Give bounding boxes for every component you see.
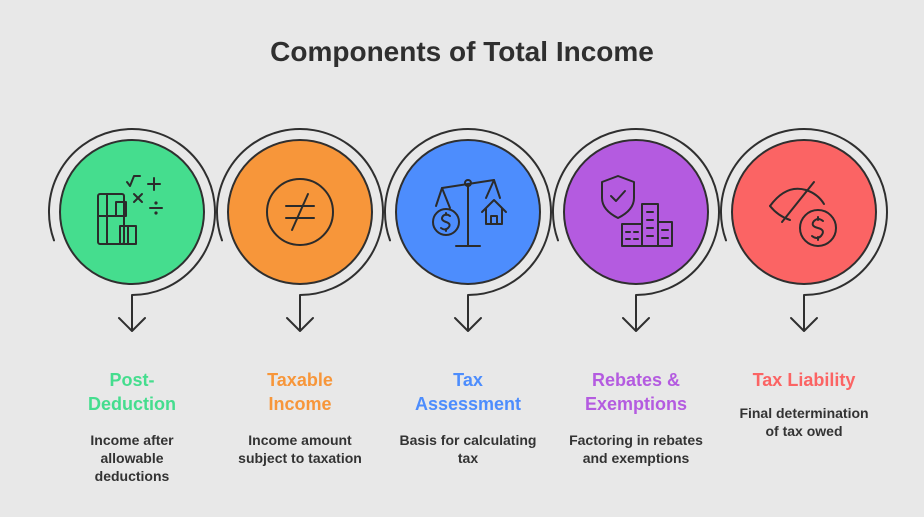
step-description-line: and exemptions xyxy=(582,450,690,466)
ring-arc xyxy=(215,128,384,296)
down-arrow-icon xyxy=(286,295,314,332)
step-description-line: deductions xyxy=(94,468,170,484)
scale-dollar-house-icon xyxy=(432,179,507,247)
step-description-line: Income amount xyxy=(248,432,352,448)
calculator-math-icon xyxy=(97,175,163,245)
step-description: Final determination of tax owed xyxy=(724,404,884,440)
step-title-line: Deduction xyxy=(88,394,176,414)
step-title-line: Assessment xyxy=(414,394,522,414)
step-title: Post- Deduction xyxy=(52,368,212,416)
step-title-line: Rebates & xyxy=(591,370,681,390)
step-description-line: Factoring in rebates xyxy=(569,432,703,448)
ring-arc xyxy=(551,128,720,296)
step-description-line: of tax owed xyxy=(765,423,843,439)
down-arrow-icon xyxy=(454,295,482,332)
step-title-line: Taxable xyxy=(267,370,333,390)
down-arrow-icon xyxy=(790,295,818,332)
not-equal-icon xyxy=(266,178,334,246)
down-arrow-icon xyxy=(118,295,146,332)
step-description-line: subject to taxation xyxy=(238,450,362,466)
step-description: Basis for calculating tax xyxy=(388,431,548,467)
step-description-line: Basis for calculating xyxy=(399,432,537,448)
step-1 xyxy=(47,128,216,332)
down-arrow-icon xyxy=(622,295,650,332)
step-title-line: Income xyxy=(268,394,332,414)
step-3 xyxy=(383,128,552,332)
step-5 xyxy=(719,128,888,332)
ring-arc xyxy=(383,128,552,296)
ring-arc xyxy=(719,128,888,296)
step-description-line: allowable xyxy=(100,450,164,466)
ring-arc xyxy=(47,128,216,296)
step-2 xyxy=(215,128,384,332)
step-description: Income after allowable deductions xyxy=(52,431,212,485)
hidden-dollar-icon xyxy=(769,181,837,247)
step-title: Rebates & Exemptions xyxy=(556,368,716,416)
diagram-title: Components of Total Income xyxy=(270,36,654,67)
step-title-line: Tax xyxy=(453,370,483,390)
step-4 xyxy=(551,128,720,332)
step-description: Factoring in rebates and exemptions xyxy=(556,431,716,467)
step-circle xyxy=(731,139,877,285)
shield-building-icon xyxy=(601,175,673,247)
step-description: Income amount subject to taxation xyxy=(220,431,380,467)
step-description-line: Income after xyxy=(90,432,174,448)
step-circle xyxy=(563,139,709,285)
step-description-line: tax xyxy=(457,450,479,466)
step-title-line: Tax Liability xyxy=(752,370,856,390)
step-circle xyxy=(59,139,205,285)
step-title-line: Exemptions xyxy=(584,394,688,414)
step-title: Tax Liability xyxy=(724,368,884,392)
step-title-line: Post- xyxy=(109,370,155,390)
step-description-line: Final determination xyxy=(739,405,869,421)
